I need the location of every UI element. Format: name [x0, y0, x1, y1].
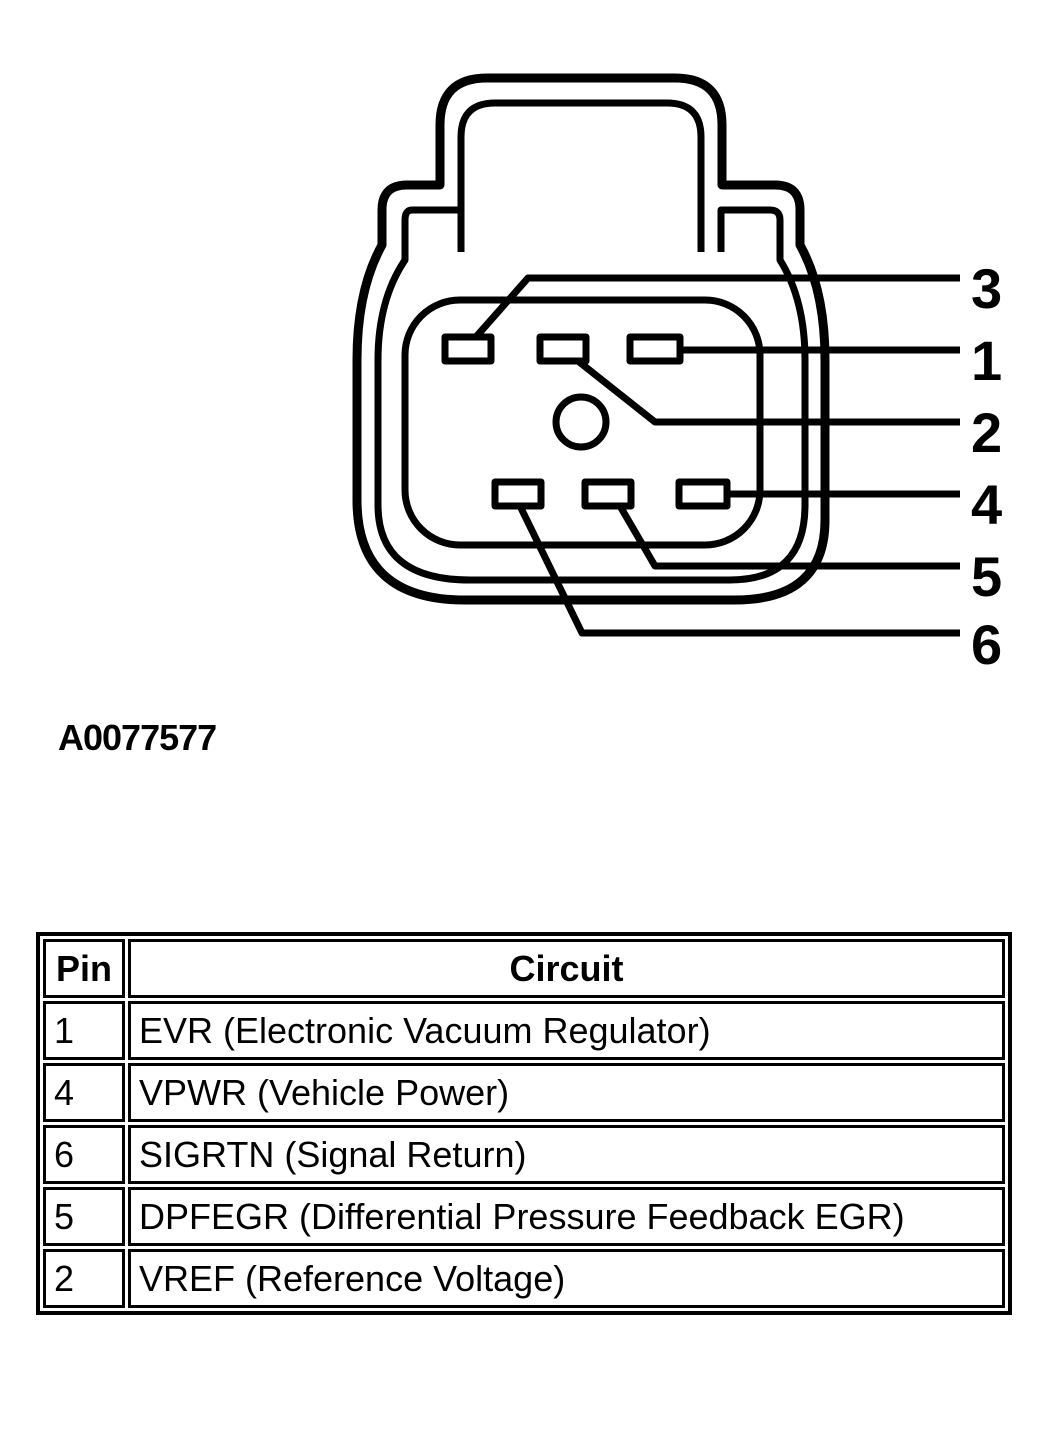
connector-housing-inner	[457, 99, 705, 252]
table-row: 5 DPFEGR (Differential Pressure Feedback…	[43, 1187, 1005, 1246]
pin-callout-4: 4	[971, 473, 1002, 536]
pin-cell: 6	[43, 1125, 125, 1184]
pin-6-terminal	[491, 478, 545, 510]
leader-line-pin-3	[472, 274, 960, 341]
table-row: 6 SIGRTN (Signal Return)	[43, 1125, 1005, 1184]
header-circuit: Circuit	[128, 939, 1005, 998]
pin-callout-1: 1	[971, 329, 1002, 392]
pin-cell: 2	[43, 1249, 125, 1308]
pin-2-terminal	[536, 333, 590, 365]
table-row: 2 VREF (Reference Voltage)	[43, 1249, 1005, 1308]
header-pin: Pin	[43, 939, 125, 998]
leader-line-pin-5	[616, 504, 960, 570]
pin-callout-3: 3	[971, 257, 1002, 320]
connector-diagram: 3 1 2 4 5 6	[352, 73, 1002, 676]
connector-housing-outer	[352, 73, 830, 605]
pin-3-terminal	[441, 333, 495, 365]
pin-1-terminal	[626, 333, 684, 365]
circuit-cell: VPWR (Vehicle Power)	[128, 1063, 1005, 1122]
pin-cell: 5	[43, 1187, 125, 1246]
circuit-cell: DPFEGR (Differential Pressure Feedback E…	[128, 1187, 1005, 1246]
pin-cell: 4	[43, 1063, 125, 1122]
figure-id-label: A0077577	[58, 717, 217, 758]
pin-callout-6: 6	[971, 613, 1002, 676]
pin-circuit-table: Pin Circuit 1 EVR (Electronic Vacuum Reg…	[36, 932, 1012, 1315]
circuit-cell: VREF (Reference Voltage)	[128, 1249, 1005, 1308]
table-header-row: Pin Circuit	[43, 939, 1005, 998]
table-row: 4 VPWR (Vehicle Power)	[43, 1063, 1005, 1122]
pin-callout-2: 2	[971, 401, 1002, 464]
key-hole	[552, 393, 610, 451]
pin-cell: 1	[43, 1001, 125, 1060]
leader-line-pin-6	[516, 504, 960, 637]
table-row: 1 EVR (Electronic Vacuum Regulator)	[43, 1001, 1005, 1060]
pin-5-terminal	[581, 478, 635, 510]
leader-line-pin-2	[575, 358, 960, 426]
pin-callout-5: 5	[971, 545, 1002, 608]
pin-4-terminal	[675, 478, 731, 510]
pin-table: Pin Circuit 1 EVR (Electronic Vacuum Reg…	[40, 936, 1008, 1311]
connector-housing-inner-outline	[374, 206, 809, 584]
circuit-cell: SIGRTN (Signal Return)	[128, 1125, 1005, 1184]
circuit-cell: EVR (Electronic Vacuum Regulator)	[128, 1001, 1005, 1060]
